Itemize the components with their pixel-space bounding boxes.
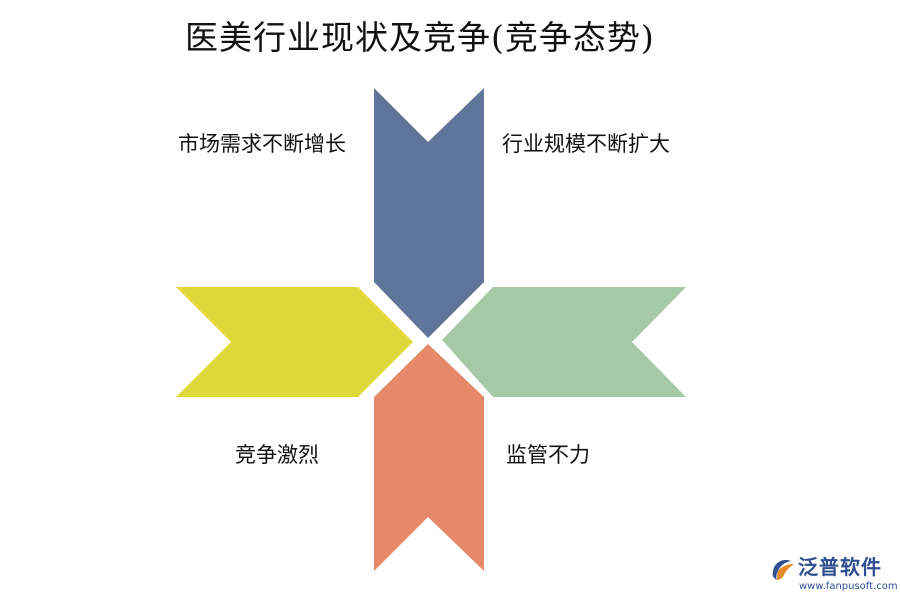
label-market-demand: 市场需求不断增长 — [178, 132, 346, 156]
label-industry-scale: 行业规模不断扩大 — [502, 132, 670, 156]
arrow-right — [442, 287, 686, 397]
brand-logo: 泛普软件 www.fanpusoft.com — [768, 554, 898, 596]
arrow-top — [374, 88, 484, 338]
arrow-bottom — [374, 344, 484, 571]
label-competition: 竞争激烈 — [235, 443, 319, 467]
label-regulation: 监管不力 — [506, 443, 590, 467]
logo-icon — [772, 560, 794, 580]
logo-name: 泛普软件 — [798, 555, 882, 579]
logo-url: www.fanpusoft.com — [799, 581, 898, 592]
arrow-left — [176, 287, 413, 397]
page-title: 医美行业现状及竞争(竞争态势) — [185, 18, 655, 57]
